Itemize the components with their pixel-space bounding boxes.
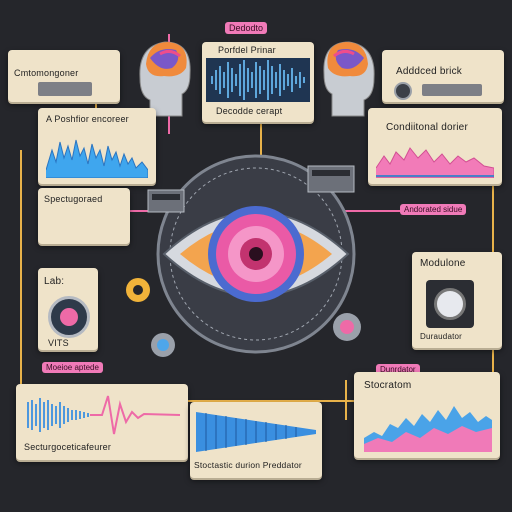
stocratom-label: Stocratom [364, 380, 412, 391]
conditional-decoder-label: Condiitonal dorier [386, 122, 468, 133]
added-brick-card: Adddced brick [382, 50, 504, 102]
eye-icon [156, 154, 356, 354]
spectrogram-label: Spectugoraed [44, 194, 103, 204]
conditional-decoder-card: Condiitonal dorier [368, 108, 502, 184]
taper-wave-icon [196, 412, 316, 452]
device-icon-right [307, 165, 355, 193]
spectro-bottom-card: Secturgoceticafeurer [16, 384, 188, 460]
modulone-label: Modulone [420, 258, 466, 269]
top-tag: Dedodto [225, 22, 268, 34]
duraudator-label: Duraudator [420, 332, 463, 341]
wire-mid-left [116, 210, 176, 212]
encoder-card: Cmtomongoner [8, 50, 120, 102]
speaker-small-icon [394, 82, 412, 100]
posterior-encoder-card: A Poshfior encoreer [38, 108, 156, 184]
wire-mid-right [340, 210, 400, 212]
mixer-icon-right [422, 84, 482, 96]
loudspeaker-icon [426, 280, 474, 328]
speaker-icon [48, 296, 90, 338]
knob-icon-left [151, 333, 175, 357]
gear-icon [126, 278, 150, 302]
waveform-icon [206, 58, 310, 102]
positional-prior-label: Porfdel Prinar [218, 45, 276, 55]
head-icon [323, 41, 375, 117]
wire-bottom-h [100, 400, 412, 402]
pink-spectrum-icon [376, 147, 494, 178]
brain-icon [139, 41, 191, 117]
spectro-bottom-label: Secturgoceticafeurer [24, 442, 112, 452]
wire-left-v [20, 150, 22, 400]
duration-tag: Moeioe aptede [42, 362, 103, 373]
posterior-encoder-label: A Poshfior encoreer [46, 114, 129, 124]
dunrdator-tag: Dunrdator [376, 364, 420, 375]
lab-card: Lab: VITS [38, 268, 98, 350]
positional-prior-card: Porfdel Prinar Decodde cerapt [202, 42, 314, 122]
modulone-card: Modulone Duraudator [412, 252, 502, 348]
decoder-caption: Decodde cerapt [216, 106, 283, 116]
mixer-icon [38, 82, 92, 96]
annotated-tag: Andorated sidue [400, 204, 467, 215]
encoder-label: Cmtomongoner [14, 68, 79, 78]
stocratom-card: Stocratom [354, 372, 500, 458]
waveform-bottom-icon [27, 395, 180, 435]
lab-label: Lab: [44, 276, 65, 287]
spectrogram-card: Spectugoraed [38, 188, 130, 244]
spectrum-chart-icon [46, 139, 148, 178]
area-chart-icon [364, 406, 492, 452]
vits-label: VITS [48, 338, 69, 348]
added-brick-label: Adddced brick [396, 66, 462, 77]
stochastic-duration-label: Stoctastic durion Preddator [194, 460, 302, 470]
device-icon-left [147, 189, 185, 213]
knob-icon-right [333, 313, 361, 341]
stochastic-duration-card: Stoctastic durion Preddator [190, 402, 322, 478]
